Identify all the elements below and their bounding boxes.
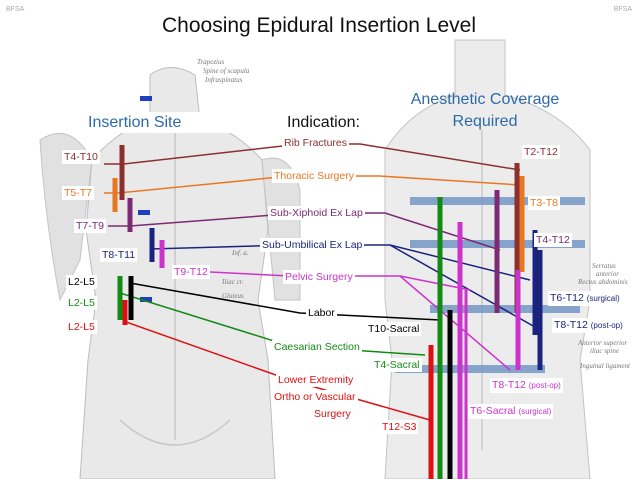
- svg-text:Anterior superior: Anterior superior: [577, 339, 627, 347]
- indication-sub-umbilical: Sub-Umbilical Ex Lap: [260, 238, 365, 252]
- page-title: Choosing Epidural Insertion Level: [161, 14, 477, 37]
- insertion-label-t4-t10: T4-T10: [62, 150, 100, 164]
- indication-thoracic-surgery: Thoracic Surgery: [272, 169, 356, 183]
- coverage-level-text: T2-T12: [524, 146, 558, 158]
- coverage-level-text: T8-T12: [554, 319, 588, 331]
- svg-text:iliac spine: iliac spine: [590, 347, 619, 355]
- coverage-level-note: (post-op): [528, 381, 561, 390]
- insertion-label-l2-l5-red: L2-L5: [66, 320, 97, 334]
- svg-text:Inf. a.: Inf. a.: [231, 249, 249, 257]
- coverage-label-t10-sacral: T10-Sacral: [366, 322, 422, 336]
- svg-text:anterior: anterior: [596, 270, 619, 278]
- coverage-label-t4-sacral: T4-Sacral: [372, 358, 422, 372]
- corner-watermark-right: BFSA: [613, 6, 632, 13]
- insertion-label-t9-t12: T9-T12: [172, 265, 210, 279]
- insertion-label-l2-l5-green: L2-L5: [66, 296, 97, 310]
- indication-lower-extremity-1: Lower Extremity: [276, 373, 356, 387]
- insertion-label-t7-t9: T7-T9: [74, 219, 107, 233]
- indication-caesarian: Caesarian Section: [272, 340, 362, 354]
- labor-connector: [129, 282, 441, 321]
- indication-sub-xiphoid: Sub-Xiphoid Ex Lap: [268, 206, 365, 220]
- indication-labor: Labor: [306, 306, 337, 320]
- coverage-label-t6-t12-surgical: T6-T12 (surgical): [548, 291, 622, 306]
- indication-lower-extremity-3: Surgery: [312, 407, 353, 421]
- coverage-label-t3-t8: T3-T8: [528, 196, 561, 210]
- indication-pelvic-surgery: Pelvic Surgery: [283, 270, 355, 284]
- coverage-header-line2: Required: [452, 113, 518, 130]
- coverage-label-t8-t12-postop-pelvic: T8-T12 (post-op): [490, 378, 563, 393]
- corner-watermark-left: BFSA: [6, 6, 25, 13]
- coverage-label-t2-t12: T2-T12: [522, 145, 560, 159]
- vertebral-level-markers: [138, 96, 152, 302]
- coverage-label-t12-s3: T12-S3: [380, 420, 419, 434]
- insertion-label-t5-t7: T5-T7: [62, 186, 95, 200]
- coverage-level-text: T4-T12: [536, 234, 570, 246]
- insertion-label-l2-l5-black: L2-L5: [66, 275, 97, 289]
- coverage-level-text: T6-Sacral: [470, 405, 516, 417]
- svg-text:Rectus abdominis: Rectus abdominis: [577, 278, 628, 286]
- svg-text:Spine of scapula: Spine of scapula: [203, 67, 250, 75]
- coverage-level-note: (post-op): [590, 321, 623, 330]
- coverage-bars: [428, 163, 543, 479]
- coverage-header-line1: Anesthetic Coverage: [410, 91, 560, 108]
- coverage-level-note: (surgical): [586, 294, 620, 303]
- svg-text:Gluteus: Gluteus: [222, 292, 244, 300]
- coverage-level-text: T10-Sacral: [368, 323, 420, 335]
- indication-rib-fractures: Rib Fractures: [282, 136, 350, 150]
- indication-header: Indication:: [287, 114, 360, 131]
- coverage-label-t6-sacral: T6-Sacral (surgical): [468, 404, 554, 419]
- svg-text:Serratus: Serratus: [592, 262, 616, 270]
- coverage-level-text: T8-T12: [492, 379, 526, 391]
- coverage-level-text: T12-S3: [382, 421, 417, 433]
- coverage-level-text: T6-T12: [550, 292, 584, 304]
- coverage-level-text: T4-Sacral: [374, 359, 420, 371]
- svg-text:Iliac cr.: Iliac cr.: [221, 278, 244, 286]
- indication-lower-extremity-2: Ortho or Vascular: [272, 390, 358, 404]
- coverage-level-text: T3-T8: [530, 197, 559, 209]
- svg-text:Inguinal ligament: Inguinal ligament: [579, 362, 631, 370]
- coverage-level-note: (surgical): [518, 407, 552, 416]
- coverage-label-t8-t12-postop: T8-T12 (post-op): [552, 318, 625, 333]
- svg-text:Trapezius: Trapezius: [197, 58, 225, 66]
- insertion-site-header: Insertion Site: [64, 112, 272, 133]
- insertion-bars: [112, 145, 165, 325]
- coverage-label-t4-t12: T4-T12: [534, 233, 572, 247]
- insertion-label-t8-t11: T8-T11: [100, 248, 138, 262]
- svg-text:Infraspinatus: Infraspinatus: [204, 76, 243, 84]
